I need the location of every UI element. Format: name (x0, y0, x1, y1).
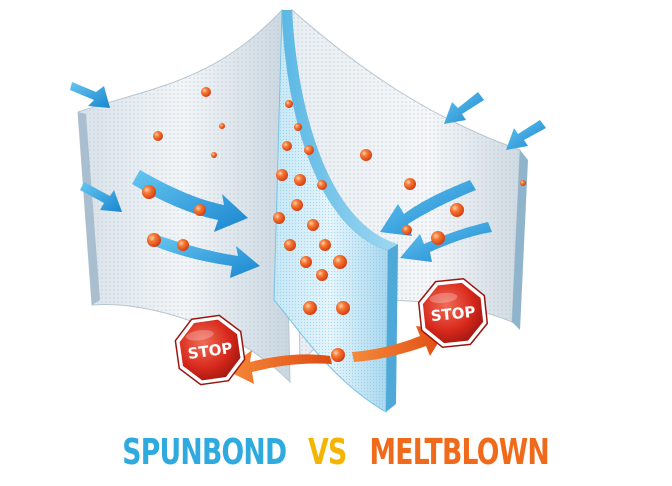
blue-flow-arrow-icon (506, 120, 546, 150)
particle-icon (304, 145, 314, 155)
particle-icon (211, 152, 217, 158)
deflect-arrows (226, 326, 446, 384)
blue-flow-arrow-icon (400, 222, 492, 262)
particles (142, 87, 526, 362)
comparison-caption: SPUNBOND VS MELTBLOWN (0, 428, 672, 478)
particle-icon (333, 255, 347, 269)
particle-icon (300, 256, 312, 268)
orange-deflect-arrow-icon (352, 326, 446, 362)
caption-meltblown: MELTBLOWN (369, 432, 549, 473)
particle-icon (336, 301, 350, 315)
particle-icon (276, 169, 288, 181)
particle-icon (284, 239, 296, 251)
incoming-air-flow (70, 82, 546, 278)
particle-icon (360, 149, 372, 161)
particle-icon (404, 178, 416, 190)
particle-icon (273, 212, 285, 224)
blue-flow-arrow-icon (80, 182, 122, 212)
particle-icon (282, 141, 292, 151)
particle-icon (520, 180, 526, 186)
particle-icon (147, 233, 161, 247)
particle-icon (331, 348, 345, 362)
particle-icon (303, 301, 317, 315)
stop-sign-icon (174, 314, 246, 386)
stop-sign-right-label: STOP (430, 303, 476, 326)
blue-flow-arrow-icon (70, 82, 110, 108)
particle-icon (285, 100, 293, 108)
particle-icon (219, 123, 225, 129)
meltblown-filter-layer (273, 9, 398, 413)
blue-flow-arrow-icon (132, 170, 248, 232)
particle-icon (294, 174, 306, 186)
stop-sign-icon (417, 277, 489, 349)
particle-icon (319, 239, 331, 251)
caption-spunbond: SPUNBOND (122, 432, 287, 473)
particle-icon (450, 203, 464, 217)
blue-flow-arrow-icon (380, 180, 476, 236)
particle-icon (177, 239, 189, 251)
stop-sign-right: STOP (417, 277, 489, 349)
blue-flow-arrow-icon (444, 92, 484, 124)
stop-sign-left: STOP (174, 314, 246, 386)
particle-icon (307, 219, 319, 231)
particle-icon (201, 87, 211, 97)
particle-icon (402, 225, 412, 235)
particle-icon (316, 269, 328, 281)
particle-icon (291, 199, 303, 211)
orange-deflect-arrow-icon (226, 350, 332, 384)
particle-icon (194, 204, 206, 216)
particle-icon (317, 180, 327, 190)
caption-vs: VS (307, 432, 347, 473)
particle-icon (294, 123, 302, 131)
particle-icon (142, 185, 156, 199)
particle-icon (153, 131, 163, 141)
particle-icon (431, 231, 445, 245)
